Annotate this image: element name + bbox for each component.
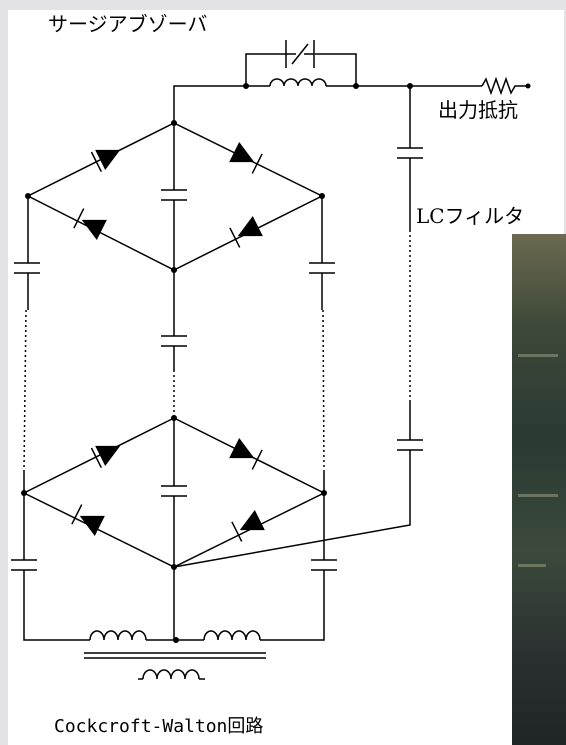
right-capacitor-column bbox=[268, 196, 337, 641]
diagram-panel bbox=[8, 10, 564, 745]
transformer-icon bbox=[70, 630, 268, 680]
lower-diode-ring bbox=[22, 417, 326, 568]
center-capacitor-column bbox=[161, 270, 187, 640]
diode-icon bbox=[90, 149, 121, 172]
diodes bbox=[71, 142, 265, 542]
diode-icon bbox=[71, 504, 105, 536]
series-inductor-icon bbox=[269, 78, 327, 87]
upper-diode-ring bbox=[26, 122, 324, 271]
surge-absorber-label: サージアブゾーバ bbox=[48, 12, 208, 36]
output-resistor-label: 出力抵抗 bbox=[438, 98, 518, 122]
circuit-name-label: Cockcroft-Walton回路 bbox=[54, 716, 264, 737]
output-resistor-icon bbox=[481, 76, 526, 96]
left-capacitor-column bbox=[11, 196, 70, 641]
top-output-wire bbox=[173, 53, 482, 123]
diode-icon bbox=[73, 208, 107, 240]
diode-icon bbox=[229, 142, 263, 174]
diode-icon bbox=[231, 510, 265, 542]
diode-icon bbox=[229, 216, 263, 248]
output-terminal bbox=[525, 83, 531, 89]
diode-icon bbox=[90, 445, 121, 468]
lc-filter-branch bbox=[173, 86, 423, 568]
diode-icon bbox=[229, 438, 263, 470]
surge-absorber-icon bbox=[285, 40, 315, 68]
equipment-photo bbox=[512, 234, 566, 745]
lc-filter-label: LCフィルタ bbox=[416, 204, 525, 228]
